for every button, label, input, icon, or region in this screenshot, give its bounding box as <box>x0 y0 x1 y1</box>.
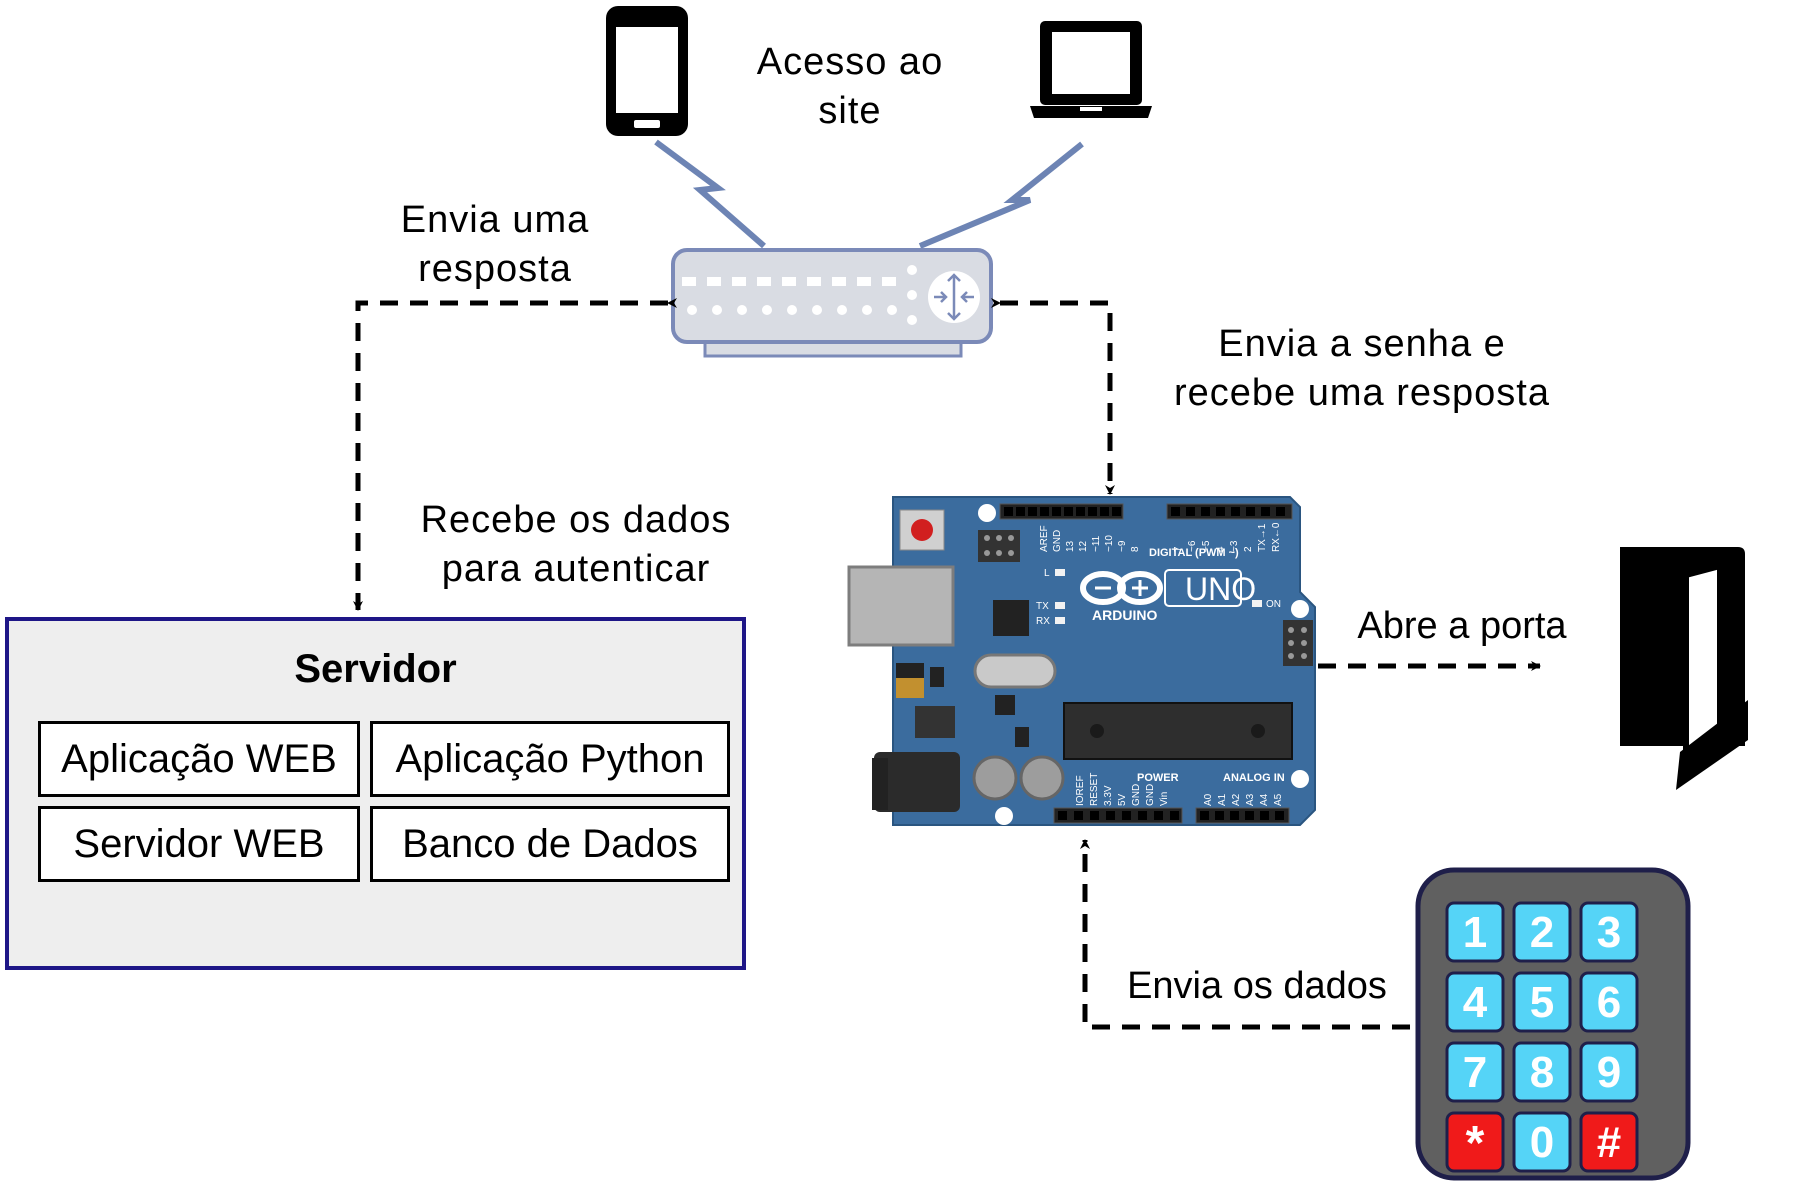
pin-label: 8 <box>1130 546 1141 552</box>
pin-label: 5V <box>1117 793 1128 806</box>
send-data-label: Envia os dados <box>1102 962 1412 1011</box>
arduino-brand-label: ARDUINO <box>1092 607 1157 623</box>
keypad-key-label: 0 <box>1530 1118 1554 1167</box>
smartphone-icon <box>606 6 688 136</box>
pin-label: GND <box>1052 530 1063 552</box>
keypad-key-7 <box>1445 1041 1505 1103</box>
receive-data-line1: Recebe os dados <box>420 499 732 541</box>
pin-label: ~11 <box>1091 535 1102 552</box>
on-led-label: ON <box>1266 599 1281 610</box>
tx-led-label: TX <box>1036 601 1049 612</box>
keypad-key-label: 7 <box>1463 1048 1487 1097</box>
pin-label: GND <box>1131 784 1142 806</box>
pin-label: A1 <box>1217 793 1228 806</box>
pin-label: ~3 <box>1229 540 1240 552</box>
access-site-line2: site <box>818 89 882 132</box>
rx-led-label: RX <box>1036 616 1050 627</box>
keypad-key-star <box>1445 1111 1505 1173</box>
pin-label: ~10 <box>1104 535 1115 552</box>
keypad-key-label: 2 <box>1530 908 1554 957</box>
arduino-text: UNO ARDUINO DIGITAL (PWM ~) POWER ANALOG… <box>1036 522 1285 806</box>
keypad-key-label: 9 <box>1597 1048 1621 1097</box>
pin-label: A4 <box>1259 793 1270 806</box>
open-door-label: Abre a porta <box>1332 602 1592 651</box>
pin-label: TX→1 <box>1257 523 1268 552</box>
pin-label: GND <box>1145 784 1156 806</box>
keypad-key-label: * <box>1466 1117 1485 1170</box>
keypad-key-label: 5 <box>1530 978 1554 1027</box>
pin-label: RESET <box>1089 773 1100 806</box>
pin-label: A2 <box>1231 793 1242 806</box>
pin-label: 3.3V <box>1103 785 1114 806</box>
arduino-model-label: UNO <box>1185 571 1256 607</box>
password-response-line2: recebe uma resposta <box>1174 371 1550 414</box>
pin-label: 13 <box>1065 540 1076 552</box>
keypad-key-label: 6 <box>1597 978 1621 1027</box>
receive-data-line2: para autenticar <box>441 547 711 590</box>
keypad-key-8 <box>1512 1041 1572 1103</box>
keypad-key-label: 1 <box>1463 908 1487 957</box>
arrow-router-arduino <box>991 298 1115 495</box>
pin-label: RX←0 <box>1271 522 1282 552</box>
receive-data-label: Recebe os dados para autenticar <box>376 496 776 593</box>
keypad-key-9 <box>1579 1041 1639 1103</box>
component-web-server: Servidor WEB <box>38 806 360 882</box>
laptop-icon <box>1030 21 1152 118</box>
power-header-label: POWER <box>1137 772 1179 784</box>
digital-header-label: DIGITAL (PWM ~) <box>1149 547 1239 559</box>
keypad-key-label: 3 <box>1597 908 1621 957</box>
keypad-key-label: 4 <box>1463 978 1488 1027</box>
keypad-key-3 <box>1579 901 1639 963</box>
server-box: Servidor Aplicação WEB Aplicação Python … <box>5 617 746 970</box>
keypad-key-label: 8 <box>1530 1048 1554 1097</box>
arrow-router-server <box>353 298 677 611</box>
pin-label: Vin <box>1159 792 1170 806</box>
keypad-key-6 <box>1579 971 1639 1033</box>
router-icon <box>671 248 993 358</box>
server-title: Servidor <box>294 647 457 691</box>
component-web-app: Aplicação WEB <box>38 721 360 797</box>
access-site-label: Acesso ao site <box>720 38 980 135</box>
pin-label: A5 <box>1273 793 1284 806</box>
pin-label: ~6 <box>1187 540 1198 552</box>
send-response-line1: Envia uma <box>400 199 590 241</box>
access-site-line1: Acesso ao <box>756 41 944 83</box>
send-response-line2: resposta <box>418 247 572 290</box>
analog-header-label: ANALOG IN <box>1223 772 1285 784</box>
pin-label: ~5 <box>1201 540 1212 552</box>
component-python-app: Aplicação Python <box>370 721 730 797</box>
arduino-board-icon <box>847 496 1316 826</box>
keypad-key-5 <box>1512 971 1572 1033</box>
component-database: Banco de Dados <box>370 806 730 882</box>
password-response-label: Envia a senha e recebe uma resposta <box>1132 320 1592 417</box>
pin-label: ~9 <box>1117 540 1128 552</box>
pin-label: A0 <box>1203 793 1214 806</box>
keypad-key-1 <box>1445 901 1505 963</box>
open-door-icon <box>1620 547 1748 790</box>
pin-label: 2 <box>1243 546 1254 552</box>
pin-label: 7 <box>1173 546 1184 552</box>
keypad-key-4 <box>1445 971 1505 1033</box>
keypad-key-hash <box>1579 1111 1639 1173</box>
pin-label: A3 <box>1245 793 1256 806</box>
l-led-label: L <box>1044 568 1050 579</box>
pin-label: AREF <box>1039 525 1050 552</box>
keypad-key-2 <box>1512 901 1572 963</box>
keypad-key-label: # <box>1597 1118 1621 1167</box>
open-door-text: Abre a porta <box>1357 605 1567 647</box>
pin-label: IOREF <box>1075 775 1086 806</box>
wireless-signal-right <box>918 141 1084 249</box>
send-data-text: Envia os dados <box>1127 965 1387 1007</box>
password-response-line1: Envia a senha e <box>1218 323 1506 365</box>
keypad-key-0 <box>1512 1111 1572 1173</box>
wireless-signal-left <box>654 139 766 249</box>
send-response-label: Envia uma resposta <box>360 196 630 293</box>
pin-label: 12 <box>1078 540 1089 552</box>
pin-label: 4 <box>1215 546 1226 552</box>
